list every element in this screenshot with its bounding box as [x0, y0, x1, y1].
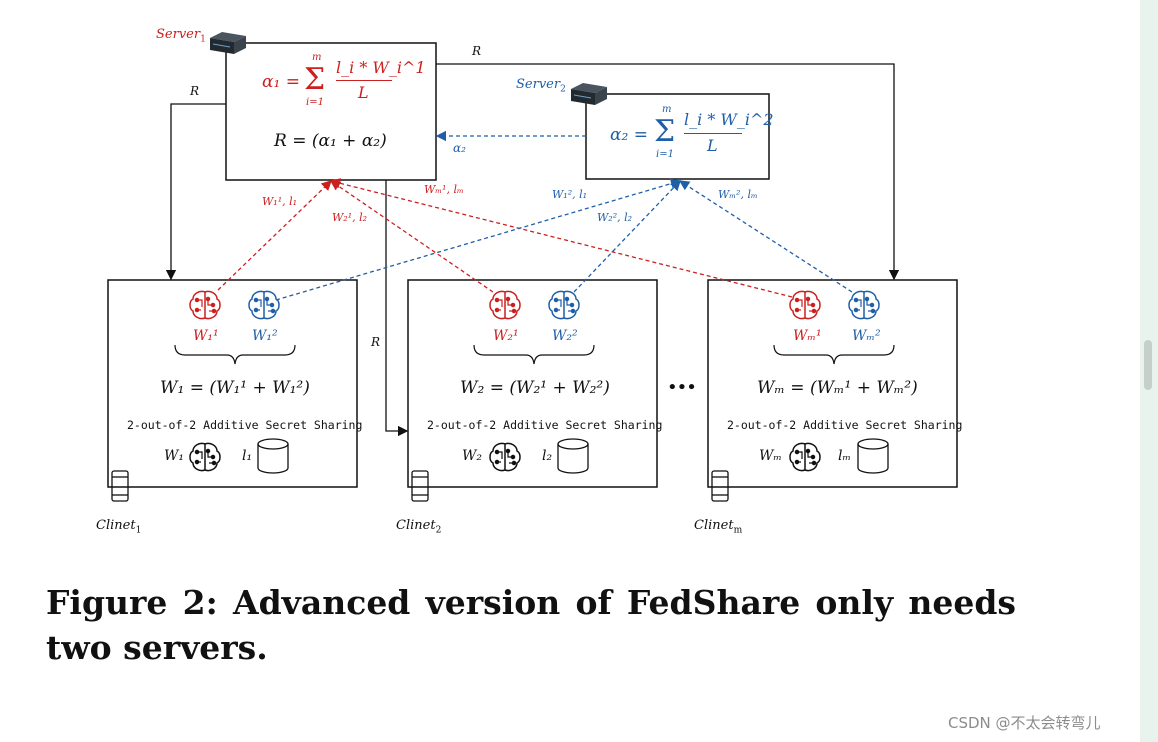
red-edge-client1: [217, 180, 332, 291]
blue-edge-clientm: [678, 180, 853, 293]
server1-r-formula: R = (α₁ + α₂): [274, 131, 387, 151]
server1-frac-bot: L: [358, 83, 369, 102]
server2-frac-bot: L: [707, 136, 718, 155]
wm2-lm-label: Wₘ², lₘ: [718, 188, 758, 201]
server1-icon: [210, 32, 246, 54]
r-arrow-to-clientm: [436, 63, 900, 281]
r-label-top: R: [472, 44, 482, 58]
client1-model-label: W₁: [164, 448, 185, 464]
server1-sum-top: m: [312, 52, 322, 63]
figure-caption: Figure 2: Advanced version of FedShare o…: [46, 583, 1016, 667]
client1-sharing-text: 2-out-of-2 Additive Secret Sharing: [127, 418, 363, 432]
brain-share1-icon: [189, 290, 221, 320]
watermark: CSDN @不太会转弯儿: [948, 714, 1101, 732]
server2-sum-symbol: Σ: [654, 114, 676, 149]
client1-share2: W₁²: [252, 328, 278, 344]
brace-client2: [473, 344, 595, 365]
brain-model-icon: [489, 442, 521, 472]
brain-share1-icon: [789, 290, 821, 320]
scrollbar-thumb[interactable]: [1144, 340, 1152, 390]
client1-box: [107, 279, 358, 488]
server1-frac-top: l_i * W_i^1: [336, 58, 426, 77]
red-edge-client2: [329, 180, 494, 293]
client2-share2: W₂²: [552, 328, 578, 344]
clientm-model-label: Wₘ: [759, 448, 782, 464]
server2-label: Server2: [516, 77, 566, 95]
clientm-data-label: lₘ: [838, 448, 852, 464]
brain-share1-icon: [489, 290, 521, 320]
clientm-name: Clinetm: [694, 518, 743, 536]
database-icon: [257, 438, 889, 474]
phone-icon: [111, 470, 729, 502]
server1-frac-line: [336, 80, 392, 81]
client2-share1: W₂¹: [493, 328, 519, 344]
r-label-mid: R: [371, 335, 381, 349]
clientm-share1: Wₘ¹: [793, 328, 822, 344]
brain-share2-icon: [548, 290, 580, 320]
client2-model-label: W₂: [462, 448, 483, 464]
r-arrow-to-client2: [385, 180, 409, 437]
server2-sum-top: m: [662, 104, 672, 115]
wm1-lm-label: Wₘ¹, lₘ: [424, 183, 464, 196]
alpha2-label: α₂: [453, 141, 466, 155]
w22-l2-label: W₂², l₂: [597, 211, 633, 224]
r-label-left: R: [190, 84, 200, 98]
client1-name: Clinet1: [96, 518, 142, 536]
server2-formula-lhs: α₂ =: [610, 125, 648, 145]
client2-data-label: l₂: [542, 448, 553, 464]
client2-name: Clinet2: [396, 518, 442, 536]
clientm-sharing-text: 2-out-of-2 Additive Secret Sharing: [727, 418, 963, 432]
server1-sum-symbol: Σ: [304, 62, 326, 97]
brain-share2-icon: [848, 290, 880, 320]
client2-sharing-text: 2-out-of-2 Additive Secret Sharing: [427, 418, 663, 432]
server2-icon: [571, 83, 607, 105]
client1-share1: W₁¹: [193, 328, 219, 344]
ellipsis: •••: [667, 377, 697, 398]
brain-model-icon: [789, 442, 821, 472]
clientm-share2: Wₘ²: [852, 328, 881, 344]
blue-edge-client1: [275, 178, 682, 301]
client2-box: [407, 279, 658, 488]
red-edge-clientm: [329, 178, 793, 298]
w21-l2-label: W₂¹, l₂: [332, 211, 368, 224]
blue-edge-client2: [573, 180, 681, 293]
server2-sum-bottom: i=1: [656, 149, 674, 160]
server1-formula-lhs: α₁ =: [262, 72, 300, 92]
brain-share2-icon: [248, 290, 280, 320]
server2-frac-line: [684, 133, 742, 134]
client2-sum-formula: W₂ = (W₂¹ + W₂²): [460, 378, 610, 398]
clientm-sum-formula: Wₘ = (Wₘ¹ + Wₘ²): [757, 378, 918, 398]
r-arrow-to-client1: [165, 103, 226, 281]
server1-label: Server1: [156, 27, 206, 45]
client1-sum-formula: W₁ = (W₁¹ + W₁²): [160, 378, 310, 398]
server2-frac-top: l_i * W_i^2: [684, 110, 774, 129]
brain-model-icon: [189, 442, 221, 472]
client1-data-label: l₁: [242, 448, 253, 464]
brace-clientm: [773, 344, 895, 365]
server1-sum-bottom: i=1: [306, 97, 324, 108]
w12-l1-label: W₁², l₁: [552, 188, 588, 201]
brace-client1: [174, 344, 296, 365]
w11-l1-label: W₁¹, l₁: [262, 195, 298, 208]
